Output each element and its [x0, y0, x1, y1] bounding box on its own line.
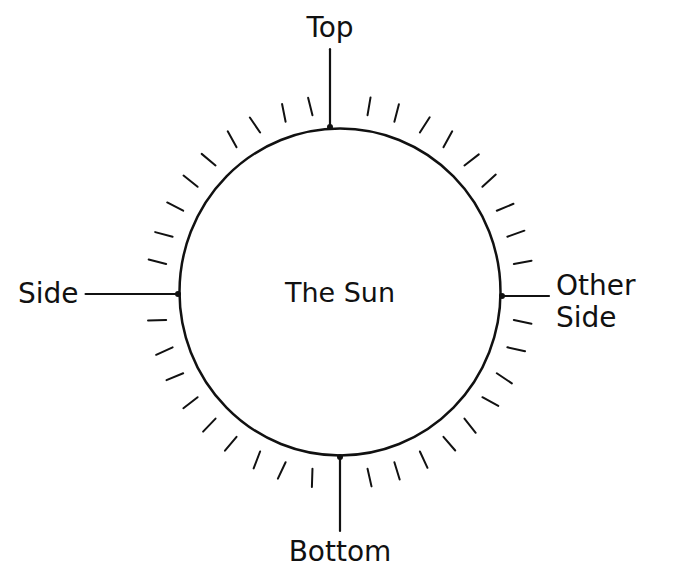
part-label: Top [306, 12, 353, 44]
leader-lines [86, 49, 549, 531]
leader-line [86, 293, 178, 295]
sun-rays [148, 97, 531, 486]
sun-ray [464, 419, 475, 433]
sun-ray [167, 373, 184, 380]
sun-ray [155, 232, 172, 237]
sun-ray [254, 451, 260, 468]
sun-ray [250, 118, 260, 133]
leader-line [329, 49, 331, 127]
sun-ray [368, 469, 372, 487]
sun-ray [482, 397, 498, 406]
sun-ray [443, 131, 452, 147]
sun-ray [514, 261, 532, 264]
sun-ray [167, 202, 183, 210]
part-label: Side [18, 278, 79, 310]
sun-ray [368, 97, 371, 115]
part-label: Other Side [556, 270, 676, 334]
sun-circle: The Sun [178, 127, 502, 457]
sun-ray [278, 462, 286, 478]
sun-ray [202, 154, 216, 166]
sun-ray [311, 469, 314, 487]
part-label: Bottom [289, 536, 392, 568]
sun-ray [225, 437, 237, 451]
sun-ray [420, 117, 430, 132]
sun-ray [507, 347, 525, 351]
sun-ray [464, 154, 478, 165]
sun-ray [282, 104, 286, 122]
leader-dots [175, 124, 505, 460]
sun-ray [514, 320, 532, 324]
sun-ray [497, 204, 514, 211]
sun-ray [203, 419, 215, 432]
sun-ray [443, 437, 455, 451]
sun-ray [308, 98, 312, 116]
sun-ray [149, 259, 166, 264]
sun-ray [497, 373, 512, 383]
leader-line [502, 295, 549, 297]
sun-ray [507, 231, 524, 237]
sun-ray [156, 347, 172, 355]
sun-ray [148, 319, 166, 321]
node-title: The Sun [285, 277, 395, 308]
sun-ray [228, 131, 237, 147]
sun-ray [183, 397, 197, 408]
sun-ray [394, 462, 399, 479]
leader-line [339, 457, 341, 531]
circle-line [180, 129, 501, 456]
sun-ray [394, 104, 399, 121]
sun-ray [482, 175, 495, 187]
sun-ray [420, 451, 428, 467]
sun-ray [184, 176, 198, 187]
